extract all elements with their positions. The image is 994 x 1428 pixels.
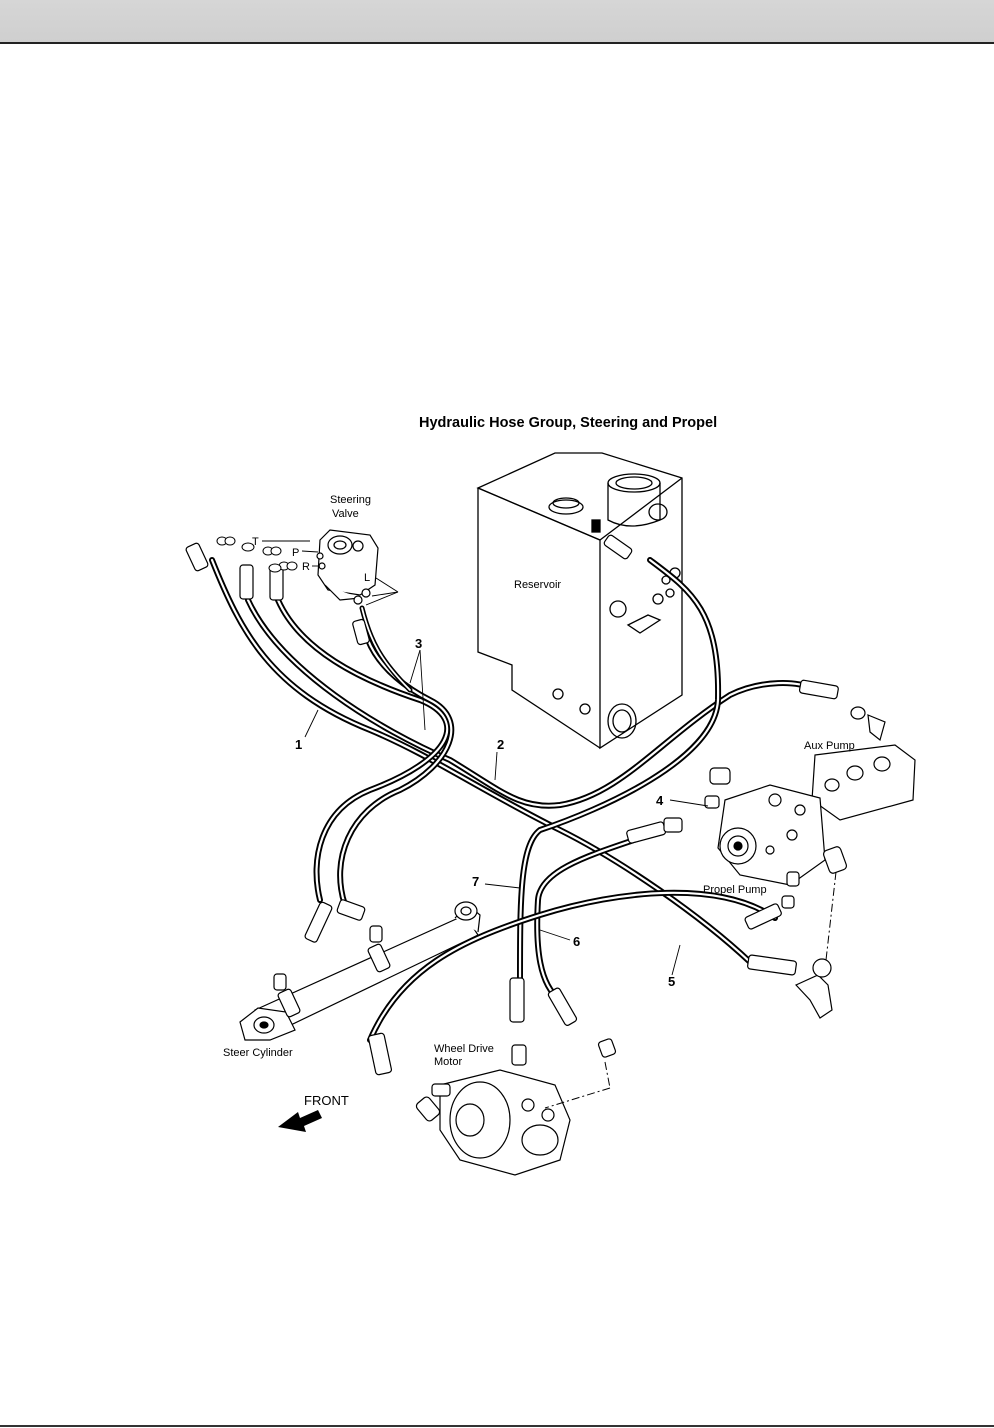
callout-4: 4 — [656, 793, 664, 808]
label-steering-valve-2: Valve — [332, 508, 359, 520]
callout-leaders — [304, 649, 709, 976]
propel-pump — [663, 767, 848, 909]
callout-1: 1 — [295, 737, 302, 752]
diagram-title: Hydraulic Hose Group, Steering and Prope… — [419, 415, 718, 431]
wheel-drive-motor — [415, 1038, 617, 1176]
steer-cylinder — [239, 901, 481, 1041]
label-wheel-drive-motor-2: Motor — [434, 1056, 462, 1068]
label-wheel-drive-motor-1: Wheel Drive — [434, 1043, 494, 1055]
hose-lines — [209, 557, 818, 1043]
pump-elbow-fitting — [794, 958, 833, 1019]
label-steer-cylinder: Steer Cylinder — [223, 1047, 293, 1059]
footer-rule — [0, 1425, 994, 1427]
callout-2: 2 — [497, 737, 504, 752]
header-band — [0, 0, 994, 44]
label-steering-valve-1: Steering — [330, 494, 371, 506]
dash-dot-lines — [544, 871, 837, 1109]
callout-6: 6 — [573, 934, 580, 949]
port-label-l: L — [364, 572, 370, 584]
callout-7: 7 — [472, 874, 479, 889]
hose-fittings — [185, 534, 839, 1076]
callout-3: 3 — [415, 636, 422, 651]
port-leaders — [262, 540, 399, 606]
label-reservoir: Reservoir — [514, 579, 561, 591]
port-label-p: P — [292, 547, 299, 559]
label-propel-pump: Propel Pump — [703, 884, 767, 896]
front-arrow-icon — [278, 1110, 322, 1132]
aux-pump — [811, 706, 916, 821]
port-label-t: T — [252, 536, 259, 548]
callout-5: 5 — [668, 974, 675, 989]
port-label-r: R — [302, 561, 310, 573]
label-front: FRONT — [304, 1093, 349, 1108]
label-aux-pump: Aux Pump — [804, 740, 855, 752]
reservoir — [476, 452, 683, 750]
port-fittings — [216, 536, 298, 573]
steering-valve — [316, 529, 379, 605]
